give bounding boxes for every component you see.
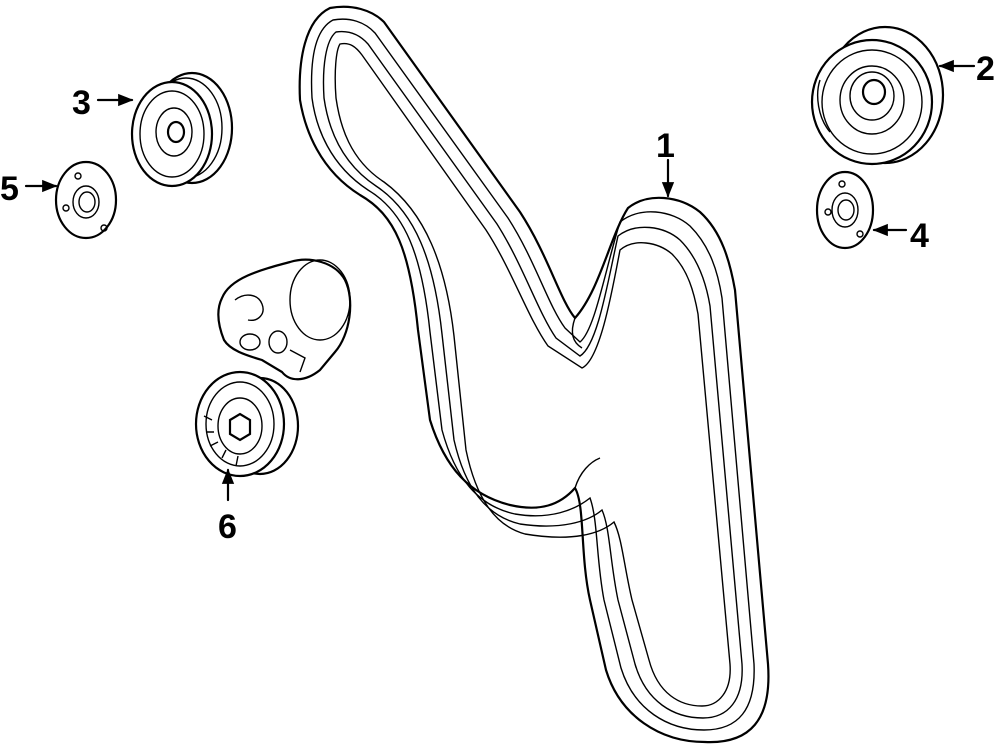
idler-pulley-left [130, 71, 234, 188]
callout-label-1: 1 [656, 127, 675, 165]
callout-label-5: 5 [0, 170, 19, 208]
callout-label-6: 6 [218, 508, 237, 546]
callout-label-2: 2 [976, 50, 995, 88]
idler-pulley-upper [810, 25, 945, 166]
belt-tensioner [194, 258, 352, 478]
callout-label-3: 3 [72, 84, 91, 122]
serpentine-belt [298, 5, 770, 744]
callout-leaders [24, 59, 976, 502]
callout-labels: 1 2 3 4 5 6 [0, 50, 995, 546]
callout-label-4: 4 [910, 217, 929, 255]
dust-cap-right [815, 170, 875, 250]
dust-cap-left [54, 160, 118, 240]
